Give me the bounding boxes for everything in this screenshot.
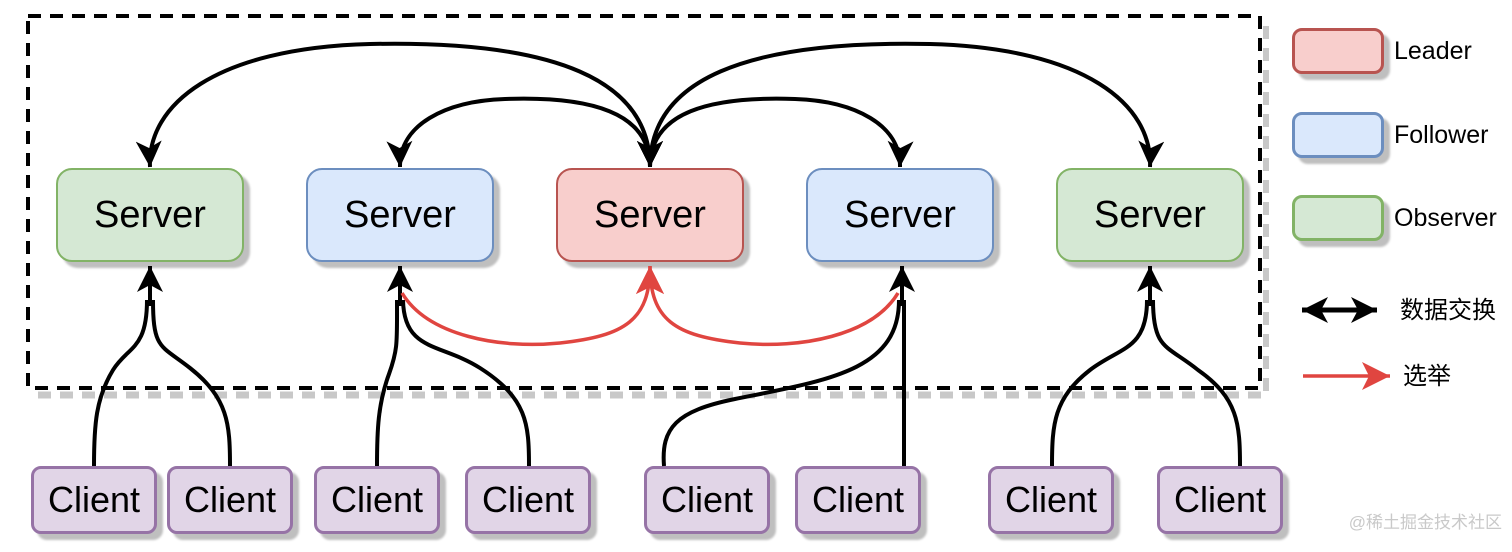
legend-label-data-exchange: 数据交换 — [1400, 297, 1496, 324]
server-follower-1: Server — [306, 168, 494, 262]
server-label: Server — [594, 193, 706, 236]
client-7: Client — [988, 466, 1114, 534]
server-label: Server — [94, 193, 206, 236]
watermark: @稀土掘金技术社区 — [1348, 513, 1502, 532]
server-label: Server — [844, 193, 956, 236]
legend-label-leader: Leader — [1394, 37, 1472, 65]
client-8: Client — [1157, 466, 1283, 534]
client-label: Client — [660, 479, 754, 520]
client-6: Client — [795, 466, 921, 534]
server-label: Server — [1094, 193, 1206, 236]
client-label: Client — [1004, 479, 1098, 520]
server-label: Server — [344, 193, 456, 236]
client-3: Client — [314, 466, 440, 534]
legend-swatch-follower — [1292, 112, 1384, 158]
legend-label-observer: Observer — [1394, 204, 1497, 232]
legend-swatch-observer — [1292, 195, 1384, 241]
legend-swatch-leader — [1292, 28, 1384, 74]
legend-label-follower: Follower — [1394, 121, 1489, 149]
client-5: Client — [644, 466, 770, 534]
client-label: Client — [183, 479, 277, 520]
client-label: Client — [1173, 479, 1267, 520]
client-label: Client — [47, 479, 141, 520]
server-leader: Server — [556, 168, 744, 262]
client-label: Client — [481, 479, 575, 520]
server-follower-2: Server — [806, 168, 994, 262]
server-observer-1: Server — [56, 168, 244, 262]
client-label: Client — [811, 479, 905, 520]
client-label: Client — [330, 479, 424, 520]
client-1: Client — [31, 466, 157, 534]
legend-label-election: 选举 — [1403, 363, 1451, 390]
client-2: Client — [167, 466, 293, 534]
server-observer-2: Server — [1056, 168, 1244, 262]
client-4: Client — [465, 466, 591, 534]
